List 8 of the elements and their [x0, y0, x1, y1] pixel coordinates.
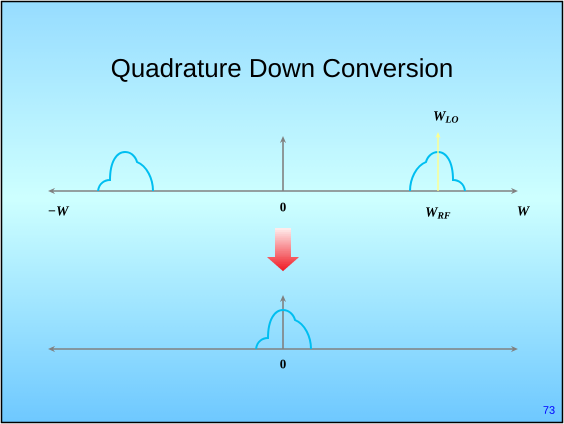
axis-label: W$_{LO}$	[434, 111, 458, 123]
axis-label: W$_{RF}$	[426, 207, 450, 219]
axis-label: 0	[280, 360, 286, 368]
axis-label: −W	[48, 206, 70, 216]
axis-label: W	[518, 206, 530, 216]
slide-title: Quadrature Down Conversion	[112, 58, 452, 82]
axis-label: 0	[280, 202, 286, 212]
page-number: 73	[543, 406, 555, 414]
